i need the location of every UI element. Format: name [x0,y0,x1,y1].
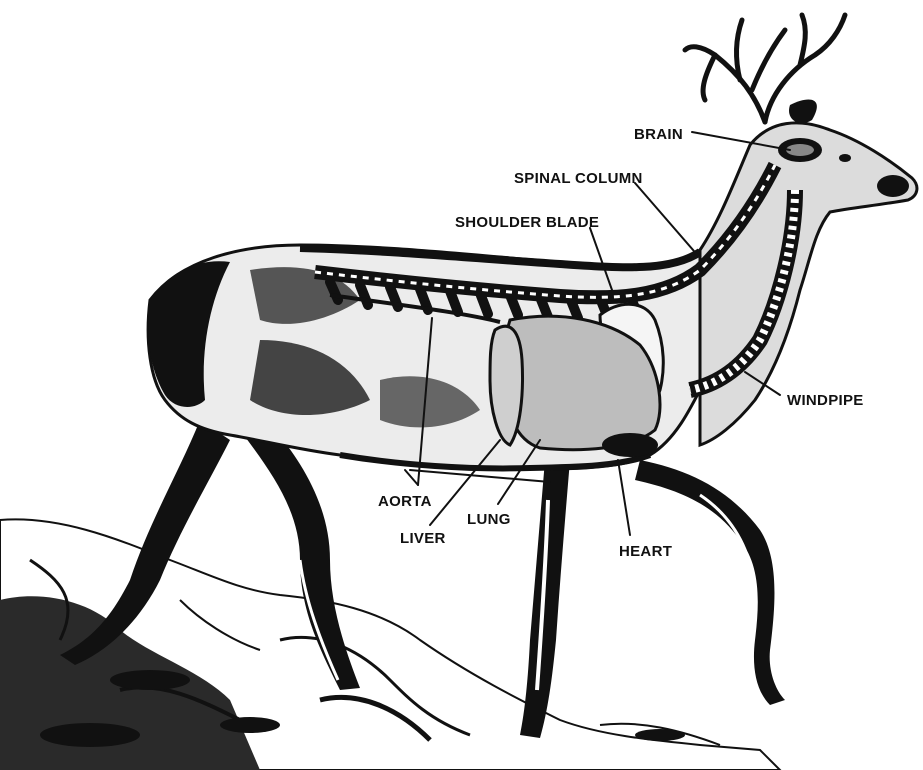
label-liver: LIVER [400,530,446,547]
label-shoulder-blade: SHOULDER BLADE [455,214,599,231]
label-heart: HEART [619,543,672,560]
label-windpipe: WINDPIPE [787,392,864,409]
label-spinal-column: SPINAL COLUMN [514,170,643,187]
label-lung: LUNG [467,511,511,528]
label-brain: BRAIN [634,126,683,143]
antlers [685,15,845,122]
label-aorta: AORTA [378,493,432,510]
heart-shape [602,433,658,457]
